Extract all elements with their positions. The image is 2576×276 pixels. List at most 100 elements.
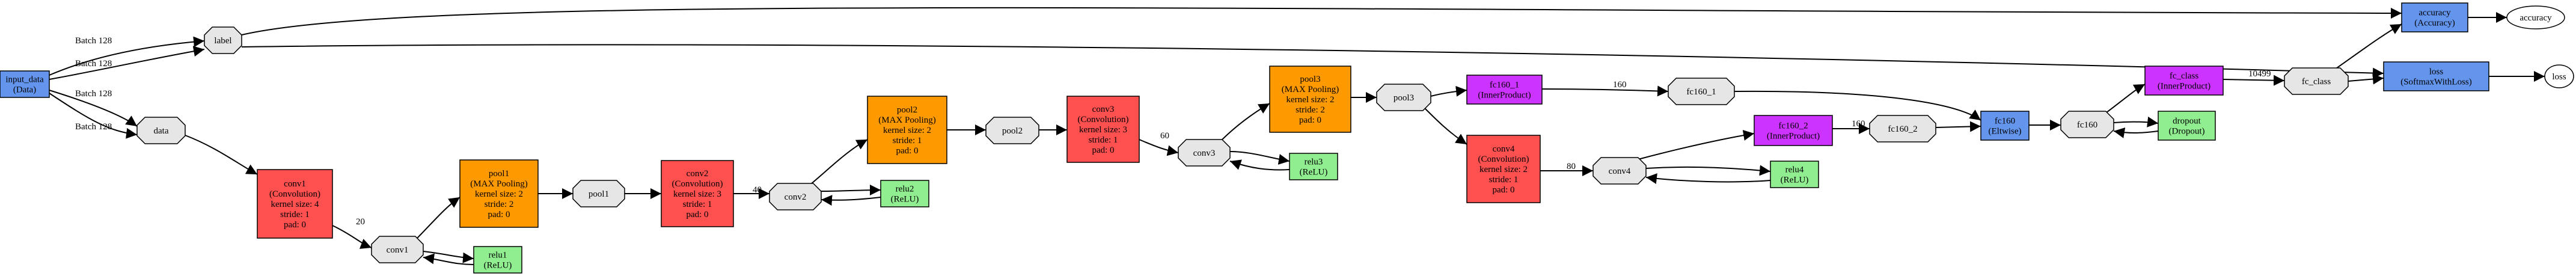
node-shape <box>2144 66 2224 96</box>
node-label-line: stride: 2 <box>1296 105 1325 115</box>
edge-fc160-1-blob-to-fc160 <box>1734 90 1981 121</box>
node-shape <box>2383 61 2489 91</box>
node-label-line: stride: 1 <box>280 210 310 219</box>
node-shape <box>1269 66 1351 133</box>
node-pool2: pool2(MAX Pooling)kernel size: 2stride: … <box>867 96 947 164</box>
node-fc160-2: fc160_2(InnerProduct) <box>1754 115 1833 146</box>
node-label-line: pad: 0 <box>686 210 708 219</box>
edge-line <box>332 225 372 249</box>
node-relu1: relu1(ReLU) <box>473 246 522 274</box>
node-shape <box>1980 111 2030 141</box>
node-label-line: (SoftmaxWithLoss) <box>2400 78 2472 87</box>
node-shape <box>1770 161 1819 188</box>
node-label-line: (Convolution) <box>269 189 320 199</box>
node-label-line: (Data) <box>13 85 36 95</box>
edge-line <box>1645 173 1771 184</box>
node-label-line: fc160 <box>2077 120 2097 130</box>
node-label-line: conv3 <box>1193 149 1216 158</box>
edge-fc-class-to-fc-class-blob: 10499 <box>2223 69 2285 86</box>
edge-input-data-to-label: Batch 128 <box>49 36 205 76</box>
edge-relu3-to-conv3-blob <box>1229 159 1290 171</box>
node-label-line: (InnerProduct) <box>2158 82 2210 91</box>
node-label-line: conv2 <box>785 192 807 202</box>
node-label-line: (ReLU) <box>484 261 512 271</box>
node-shape <box>1754 115 1833 146</box>
node-fc160-1-blob: fc160_1 <box>1668 78 1735 105</box>
edge-label: 80 <box>1567 162 1576 171</box>
edge-line <box>1229 159 1290 171</box>
node-label: label <box>204 26 242 54</box>
node-conv3-blob: conv3 <box>1178 139 1231 167</box>
node-shape <box>2506 5 2565 29</box>
edge-line <box>2332 23 2402 72</box>
node-shape <box>1869 115 1936 143</box>
node-data: data <box>136 117 186 144</box>
edge-line <box>2103 84 2146 115</box>
edge-label: 40 <box>753 185 762 195</box>
edge-label: 20 <box>356 217 365 227</box>
node-loss-out: loss <box>2544 64 2574 88</box>
edge-line <box>1541 85 1669 97</box>
node-label-line: pad: 0 <box>1299 115 1321 125</box>
edge-conv4-blob-to-fc160-2 <box>1638 130 1755 160</box>
edge-relu4-to-conv4-blob <box>1645 173 1771 184</box>
node-label-line: fc_class <box>2302 77 2331 87</box>
edge-input-data-to-label: Batch 128 <box>49 46 205 80</box>
edge-line <box>821 185 881 196</box>
node-pool2-blob: pool2 <box>985 117 1039 144</box>
node-label-line: kernel size: 2 <box>883 126 931 135</box>
node-shape <box>1668 78 1735 105</box>
edge-line <box>49 93 138 139</box>
node-accuracy-out: accuracy <box>2506 5 2565 29</box>
node-label-line: (Convolution) <box>1078 115 1129 124</box>
node-shape <box>371 236 424 263</box>
node-shape <box>2401 2 2468 32</box>
edge-line <box>1220 103 1270 142</box>
edge-line <box>1229 151 1290 165</box>
node-conv3: conv3(Convolution)kernel size: 3stride: … <box>1066 96 1140 163</box>
node-label-line: data <box>154 126 169 136</box>
node-shape <box>1376 84 1431 111</box>
edge-pool3-blob-to-conv4 <box>1424 108 1467 145</box>
node-label-line: kernel size: 2 <box>1479 165 1528 174</box>
node-label-line: (ReLU) <box>1781 176 1809 185</box>
edge-conv2-blob-to-relu2 <box>821 185 881 196</box>
edge-label: 10499 <box>2248 69 2271 79</box>
node-pool3: pool3(MAX Pooling)kernel size: 2stride: … <box>1269 66 1351 133</box>
edge-line <box>811 139 868 184</box>
node-relu3: relu3(ReLU) <box>1289 153 1338 180</box>
node-fc-class: fc_class(InnerProduct) <box>2144 66 2224 96</box>
node-label-line: pad: 0 <box>1092 146 1114 155</box>
node-label-line: stride: 1 <box>893 136 922 146</box>
edge-input-data-to-data: Batch 128 <box>49 89 138 127</box>
node-fc160-blob: fc160 <box>2060 111 2114 138</box>
node-label-line: (ReLU) <box>891 195 919 204</box>
node-conv1: conv1(Convolution)kernel size: 4stride: … <box>257 169 333 239</box>
edge-fc160-2-to-fc160-2-blob: 160 <box>1832 119 1870 134</box>
node-accuracy: accuracy(Accuracy) <box>2401 2 2468 32</box>
node-conv2-blob: conv2 <box>769 183 822 210</box>
node-conv2: conv2(Convolution)kernel size: 3stride: … <box>661 160 734 227</box>
edge-data-to-conv1 <box>185 135 258 175</box>
node-label-line: fc160_1 <box>1686 87 1716 97</box>
node-fc160-1: fc160_1(InnerProduct) <box>1466 75 1543 105</box>
edge-fc160-blob-to-fc-class <box>2103 84 2146 115</box>
edge-line <box>2113 127 2159 138</box>
node-shape <box>661 160 734 227</box>
node-label-line: fc_class <box>2170 72 2198 81</box>
node-label-line: relu2 <box>896 185 914 194</box>
node-label-line: fc160_1 <box>1490 81 1519 90</box>
node-shape <box>1592 157 1647 185</box>
node-shape <box>204 26 242 54</box>
node-shape <box>1466 75 1543 105</box>
node-label-line: relu1 <box>489 251 507 260</box>
edge-label: Batch 128 <box>75 89 112 99</box>
node-label-line: loss <box>2552 72 2566 82</box>
node-label-line: stride: 2 <box>485 200 514 209</box>
node-shape <box>136 117 186 144</box>
node-conv4: conv4(Convolution)kernel size: 2stride: … <box>1466 135 1541 203</box>
edge-label-to-accuracy <box>241 7 2402 35</box>
node-label-line: conv2 <box>687 169 709 179</box>
edge-line <box>1424 108 1467 145</box>
